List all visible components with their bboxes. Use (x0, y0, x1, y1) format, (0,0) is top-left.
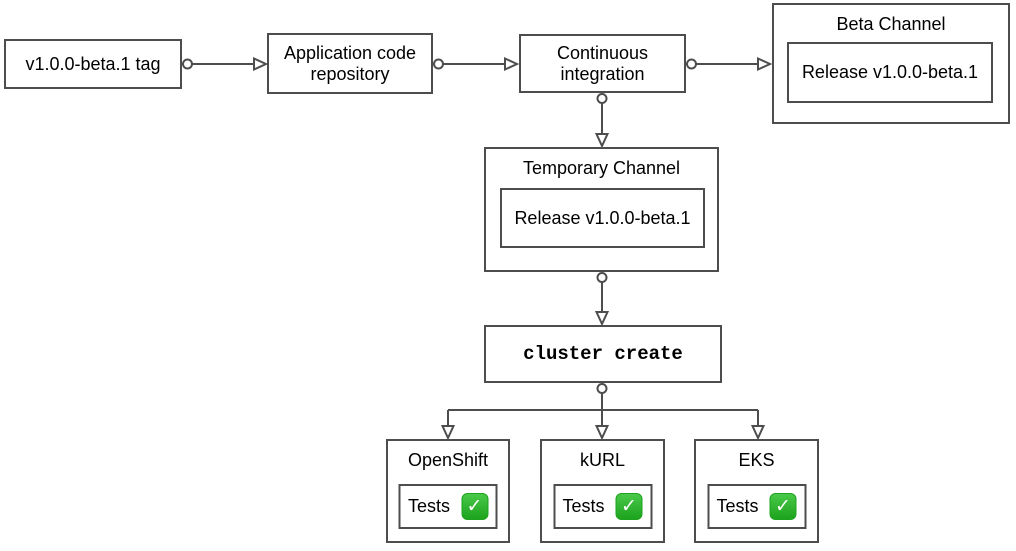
arrowhead (594, 311, 610, 327)
beta-channel-release-label: Release v1.0.0-beta.1 (801, 62, 979, 82)
check-mark-icon: ✓ (461, 493, 488, 520)
port-circle (596, 272, 608, 283)
node-cluster-create-label: cluster create (523, 342, 683, 365)
arrowhead (594, 425, 610, 441)
arrowhead (440, 425, 456, 441)
port-circle (433, 58, 444, 70)
eks-title: EKS (738, 450, 775, 470)
beta-channel-release-box: Release v1.0.0-beta.1 (787, 42, 993, 103)
group-openshift: OpenShift Tests ✓ (386, 439, 510, 543)
group-kurl: kURL Tests ✓ (540, 439, 665, 543)
arrowhead (253, 56, 269, 72)
node-app-code-repository-label: Application code repository (283, 42, 417, 84)
tests-row: Tests ✓ (562, 493, 643, 520)
node-continuous-integration: Continuous integration (519, 34, 686, 93)
arrowhead (594, 133, 610, 149)
arrowhead (750, 425, 766, 441)
arrowhead (757, 56, 773, 72)
kurl-title: kURL (579, 450, 625, 470)
node-continuous-integration-label: Continuous integration (556, 42, 649, 84)
check-mark-icon: ✓ (769, 493, 797, 520)
openshift-tests-box: Tests ✓ (398, 484, 498, 529)
port-circle (686, 58, 697, 70)
node-version-tag: v1.0.0-beta.1 tag (4, 39, 182, 89)
node-app-code-repository: Application code repository (267, 33, 433, 94)
node-version-tag-label: v1.0.0-beta.1 tag (25, 53, 161, 74)
tests-label: Tests (407, 496, 450, 516)
port-circle (596, 383, 608, 394)
connector-cluster-branch (447, 393, 759, 426)
group-beta-channel: Beta Channel Release v1.0.0-beta.1 (772, 3, 1010, 124)
check-mark-icon: ✓ (615, 493, 643, 520)
beta-channel-title: Beta Channel (836, 14, 946, 34)
eks-tests-box: Tests ✓ (707, 484, 806, 529)
openshift-title: OpenShift (407, 450, 489, 470)
arrowhead (504, 56, 520, 72)
tests-row: Tests ✓ (716, 493, 797, 520)
port-circle (182, 58, 193, 70)
tests-label: Tests (562, 496, 605, 516)
kurl-tests-box: Tests ✓ (553, 484, 652, 529)
group-temporary-channel: Temporary Channel Release v1.0.0-beta.1 (484, 147, 719, 272)
group-eks: EKS Tests ✓ (694, 439, 819, 543)
temporary-channel-release-box: Release v1.0.0-beta.1 (500, 188, 705, 248)
node-cluster-create: cluster create (484, 325, 722, 383)
tests-label: Tests (716, 496, 759, 516)
temporary-channel-release-label: Release v1.0.0-beta.1 (514, 207, 691, 228)
tests-row: Tests ✓ (408, 493, 488, 520)
port-circle (596, 93, 608, 104)
temporary-channel-title: Temporary Channel (522, 158, 681, 178)
